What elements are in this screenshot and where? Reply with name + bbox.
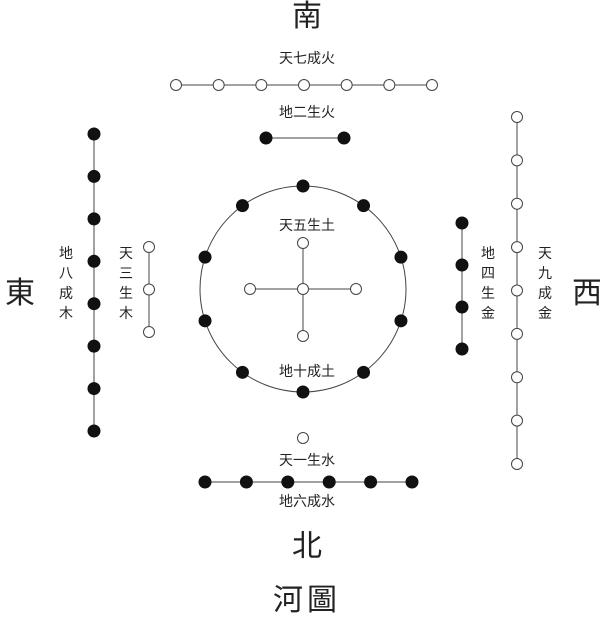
heaven-three-wood-dot (143, 326, 155, 338)
earth-four-metal-dot (455, 342, 469, 356)
diagram-title: 河圖 (273, 583, 341, 617)
heaven-five-earth-dot (297, 283, 309, 295)
heaven-nine-metal-dot (511, 111, 523, 123)
earth-four-metal-dot (455, 300, 469, 314)
heaven-one-water-dot (297, 432, 309, 444)
dot-groups (87, 79, 523, 489)
heaven-seven-fire-dot (426, 79, 438, 91)
earth-six-water-dot (239, 475, 253, 489)
heaven-nine-metal-dot (511, 414, 523, 427)
heaven-nine-metal-dot (511, 241, 523, 254)
label-earth-six-water: 地六成水 (279, 494, 335, 510)
heaven-nine-metal-dot (511, 327, 523, 340)
label-earth-two-fire: 地二生火 (279, 105, 335, 121)
heaven-seven-fire-dot (255, 79, 268, 91)
label-heaven-nine-metal: 天九成金 (538, 246, 552, 322)
earth-eight-wood-dot (87, 297, 101, 311)
earth-six-water-dot (281, 475, 295, 489)
earth-two-fire-dot (337, 131, 351, 145)
heaven-nine-metal-dot (511, 458, 523, 470)
heaven-five-earth-dot (244, 283, 256, 295)
earth-ten-earth-dot (394, 314, 408, 328)
earth-eight-wood-dot (87, 169, 101, 183)
earth-ten-earth-dot (394, 250, 408, 264)
earth-ten-earth-dot (357, 199, 371, 213)
earth-ten-earth-dot (235, 199, 249, 213)
heaven-seven-fire-dot (212, 79, 225, 91)
heaven-seven-fire-dot (170, 79, 182, 91)
heaven-seven-fire-dot (383, 79, 396, 91)
earth-eight-wood-dot (87, 339, 101, 353)
direction-north-label: 北 (292, 529, 322, 564)
earth-eight-wood-dot (87, 127, 101, 141)
heaven-five-earth-dot (297, 237, 309, 249)
direction-east-label: 東 (5, 276, 35, 311)
label-earth-ten-earth: 地十成土 (279, 364, 335, 380)
earth-four-metal-dot (455, 216, 469, 230)
label-earth-eight-wood: 地八成木 (59, 246, 73, 322)
heaven-nine-metal-dot (511, 284, 523, 297)
heaven-three-wood-dot (143, 283, 155, 296)
heaven-nine-metal-dot (511, 154, 523, 167)
earth-ten-earth-dot (198, 250, 212, 264)
direction-south-label: 南 (292, 0, 322, 34)
direction-west-label: 西 (572, 276, 600, 311)
label-heaven-three-wood: 天三生木 (119, 246, 133, 322)
earth-six-water-dot (405, 475, 419, 489)
heaven-nine-metal-dot (511, 371, 523, 384)
heaven-three-wood-dot (143, 241, 155, 253)
earth-eight-wood-dot (87, 424, 101, 438)
label-heaven-five-earth: 天五生土 (279, 218, 335, 234)
label-heaven-one-water: 天一生水 (279, 453, 335, 469)
label-earth-four-metal: 地四生金 (481, 246, 495, 322)
heaven-nine-metal-dot (511, 197, 523, 210)
label-heaven-seven-fire: 天七成火 (279, 51, 335, 67)
earth-two-fire-dot (259, 131, 273, 145)
earth-ten-earth-dot (296, 179, 310, 193)
earth-ten-earth-dot (357, 365, 371, 379)
heaven-seven-fire-dot (298, 79, 310, 91)
earth-six-water-dot (364, 475, 378, 489)
earth-eight-wood-dot (87, 382, 101, 396)
heaven-five-earth-dot (297, 330, 309, 342)
earth-eight-wood-dot (87, 254, 101, 268)
earth-ten-earth-dot (296, 385, 310, 399)
earth-four-metal-dot (455, 258, 469, 272)
earth-ten-earth-dot (198, 314, 212, 328)
earth-ten-earth-dot (235, 365, 249, 379)
earth-six-water-dot (198, 475, 212, 489)
earth-six-water-dot (322, 475, 336, 489)
heaven-five-earth-dot (350, 283, 362, 295)
heaven-seven-fire-dot (340, 79, 353, 91)
earth-eight-wood-dot (87, 212, 101, 226)
